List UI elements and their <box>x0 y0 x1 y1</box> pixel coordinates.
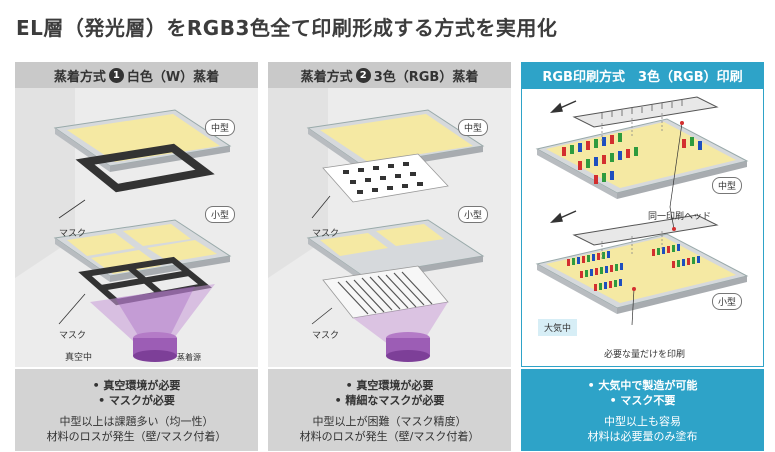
bullet-2: • マスク不要 <box>609 394 676 407</box>
note-1: 中型以上が困難（マスク精度） <box>312 415 467 428</box>
note-2: 材料のロスが発生（壁/マスク付着） <box>299 430 480 443</box>
panel-summary: • 真空環境が必要 • 精細なマスクが必要 中型以上が困難（マスク精度） 材料の… <box>268 369 511 451</box>
panel-header: RGB印刷方式 3色（RGB）印刷 <box>521 62 764 88</box>
medium-substrate <box>53 109 232 193</box>
rgb-pixels-small <box>567 244 700 291</box>
panel-header: 蒸着方式 1 白色（W）蒸着 <box>15 62 258 88</box>
label-print-head: 同一印刷ヘッド <box>648 212 712 222</box>
evaporation-illustration <box>15 88 258 367</box>
label-print-needed: 必要な量だけを印刷 <box>604 350 686 360</box>
bullet-2: • マスクが必要 <box>98 394 175 407</box>
fine-mask-stripes <box>337 271 433 315</box>
panel-rgb-printing: RGB印刷方式 3色（RGB）印刷 <box>521 62 764 451</box>
panel-summary: • 大気中で製造が可能 • マスク不要 中型以上も容易 材料は必要量のみ塗布 <box>521 369 764 451</box>
panel-illustration: 中型 小型 マスク マスク 真空中 蒸着源 <box>15 88 258 367</box>
header-prefix: 蒸着方式 <box>300 69 353 85</box>
print-head-medium <box>572 96 719 141</box>
direction-arrow-bottom <box>549 210 577 223</box>
label-vacuum: 真空中 <box>65 353 93 363</box>
panel-illustration: 中型 小型 同一印刷ヘッド 大気中 必要な量だけを印刷 <box>521 88 764 367</box>
label-mask-top: マスク <box>312 229 340 239</box>
label-mask-bottom: マスク <box>59 331 87 341</box>
label-small: 小型 <box>458 206 489 223</box>
label-small: 小型 <box>712 293 743 310</box>
panel-illustration: 中型 小型 マスク マスク <box>268 88 511 367</box>
label-atmosphere: 大気中 <box>538 319 578 336</box>
note-2: 材料は必要量のみ塗布 <box>587 430 698 443</box>
label-source: 蒸着源 <box>177 353 201 362</box>
panel-rgb-evaporation: 蒸着方式 2 3色（RGB）蒸着 <box>268 62 511 451</box>
bullet-2: • 精細なマスクが必要 <box>334 394 445 407</box>
panel-white-evaporation: 蒸着方式 1 白色（W）蒸着 <box>15 62 258 451</box>
header-suffix: 白色（W）蒸着 <box>126 69 220 85</box>
note-1: 中型以上も容易 <box>604 415 681 428</box>
panel-summary: • 真空環境が必要 • マスクが必要 中型以上は課題多い（均一性） 材料のロスが… <box>15 369 258 451</box>
panel-header: 蒸着方式 2 3色（RGB）蒸着 <box>268 62 511 88</box>
rgb-pixels-medium <box>562 133 702 184</box>
label-small: 小型 <box>205 206 236 223</box>
page-title: EL層（発光層）をRGB3色全て印刷形成する方式を実用化 <box>16 16 558 40</box>
bullet-1: • 真空環境が必要 <box>345 379 434 392</box>
header-prefix: 蒸着方式 <box>53 69 106 85</box>
rgb-evaporation-illustration <box>268 88 511 367</box>
number-badge: 1 <box>108 67 124 83</box>
header-suffix: 3色（RGB）蒸着 <box>373 69 479 85</box>
label-mask-top: マスク <box>59 229 87 239</box>
printing-illustration <box>535 96 749 326</box>
note-2: 材料のロスが発生（壁/マスク付着） <box>46 430 227 443</box>
bullet-1: • 真空環境が必要 <box>92 379 181 392</box>
small-substrate <box>53 219 232 306</box>
bullet-1: • 大気中で製造が可能 <box>587 379 698 392</box>
label-medium: 中型 <box>458 119 489 136</box>
label-medium: 中型 <box>205 119 236 136</box>
direction-arrow-top <box>549 100 577 113</box>
mask-holes <box>343 162 423 194</box>
number-badge: 2 <box>355 67 371 83</box>
note-1: 中型以上は課題多い（均一性） <box>59 415 214 428</box>
label-mask-bottom: マスク <box>312 331 340 341</box>
print-head-small <box>572 214 719 261</box>
label-medium: 中型 <box>712 177 743 194</box>
